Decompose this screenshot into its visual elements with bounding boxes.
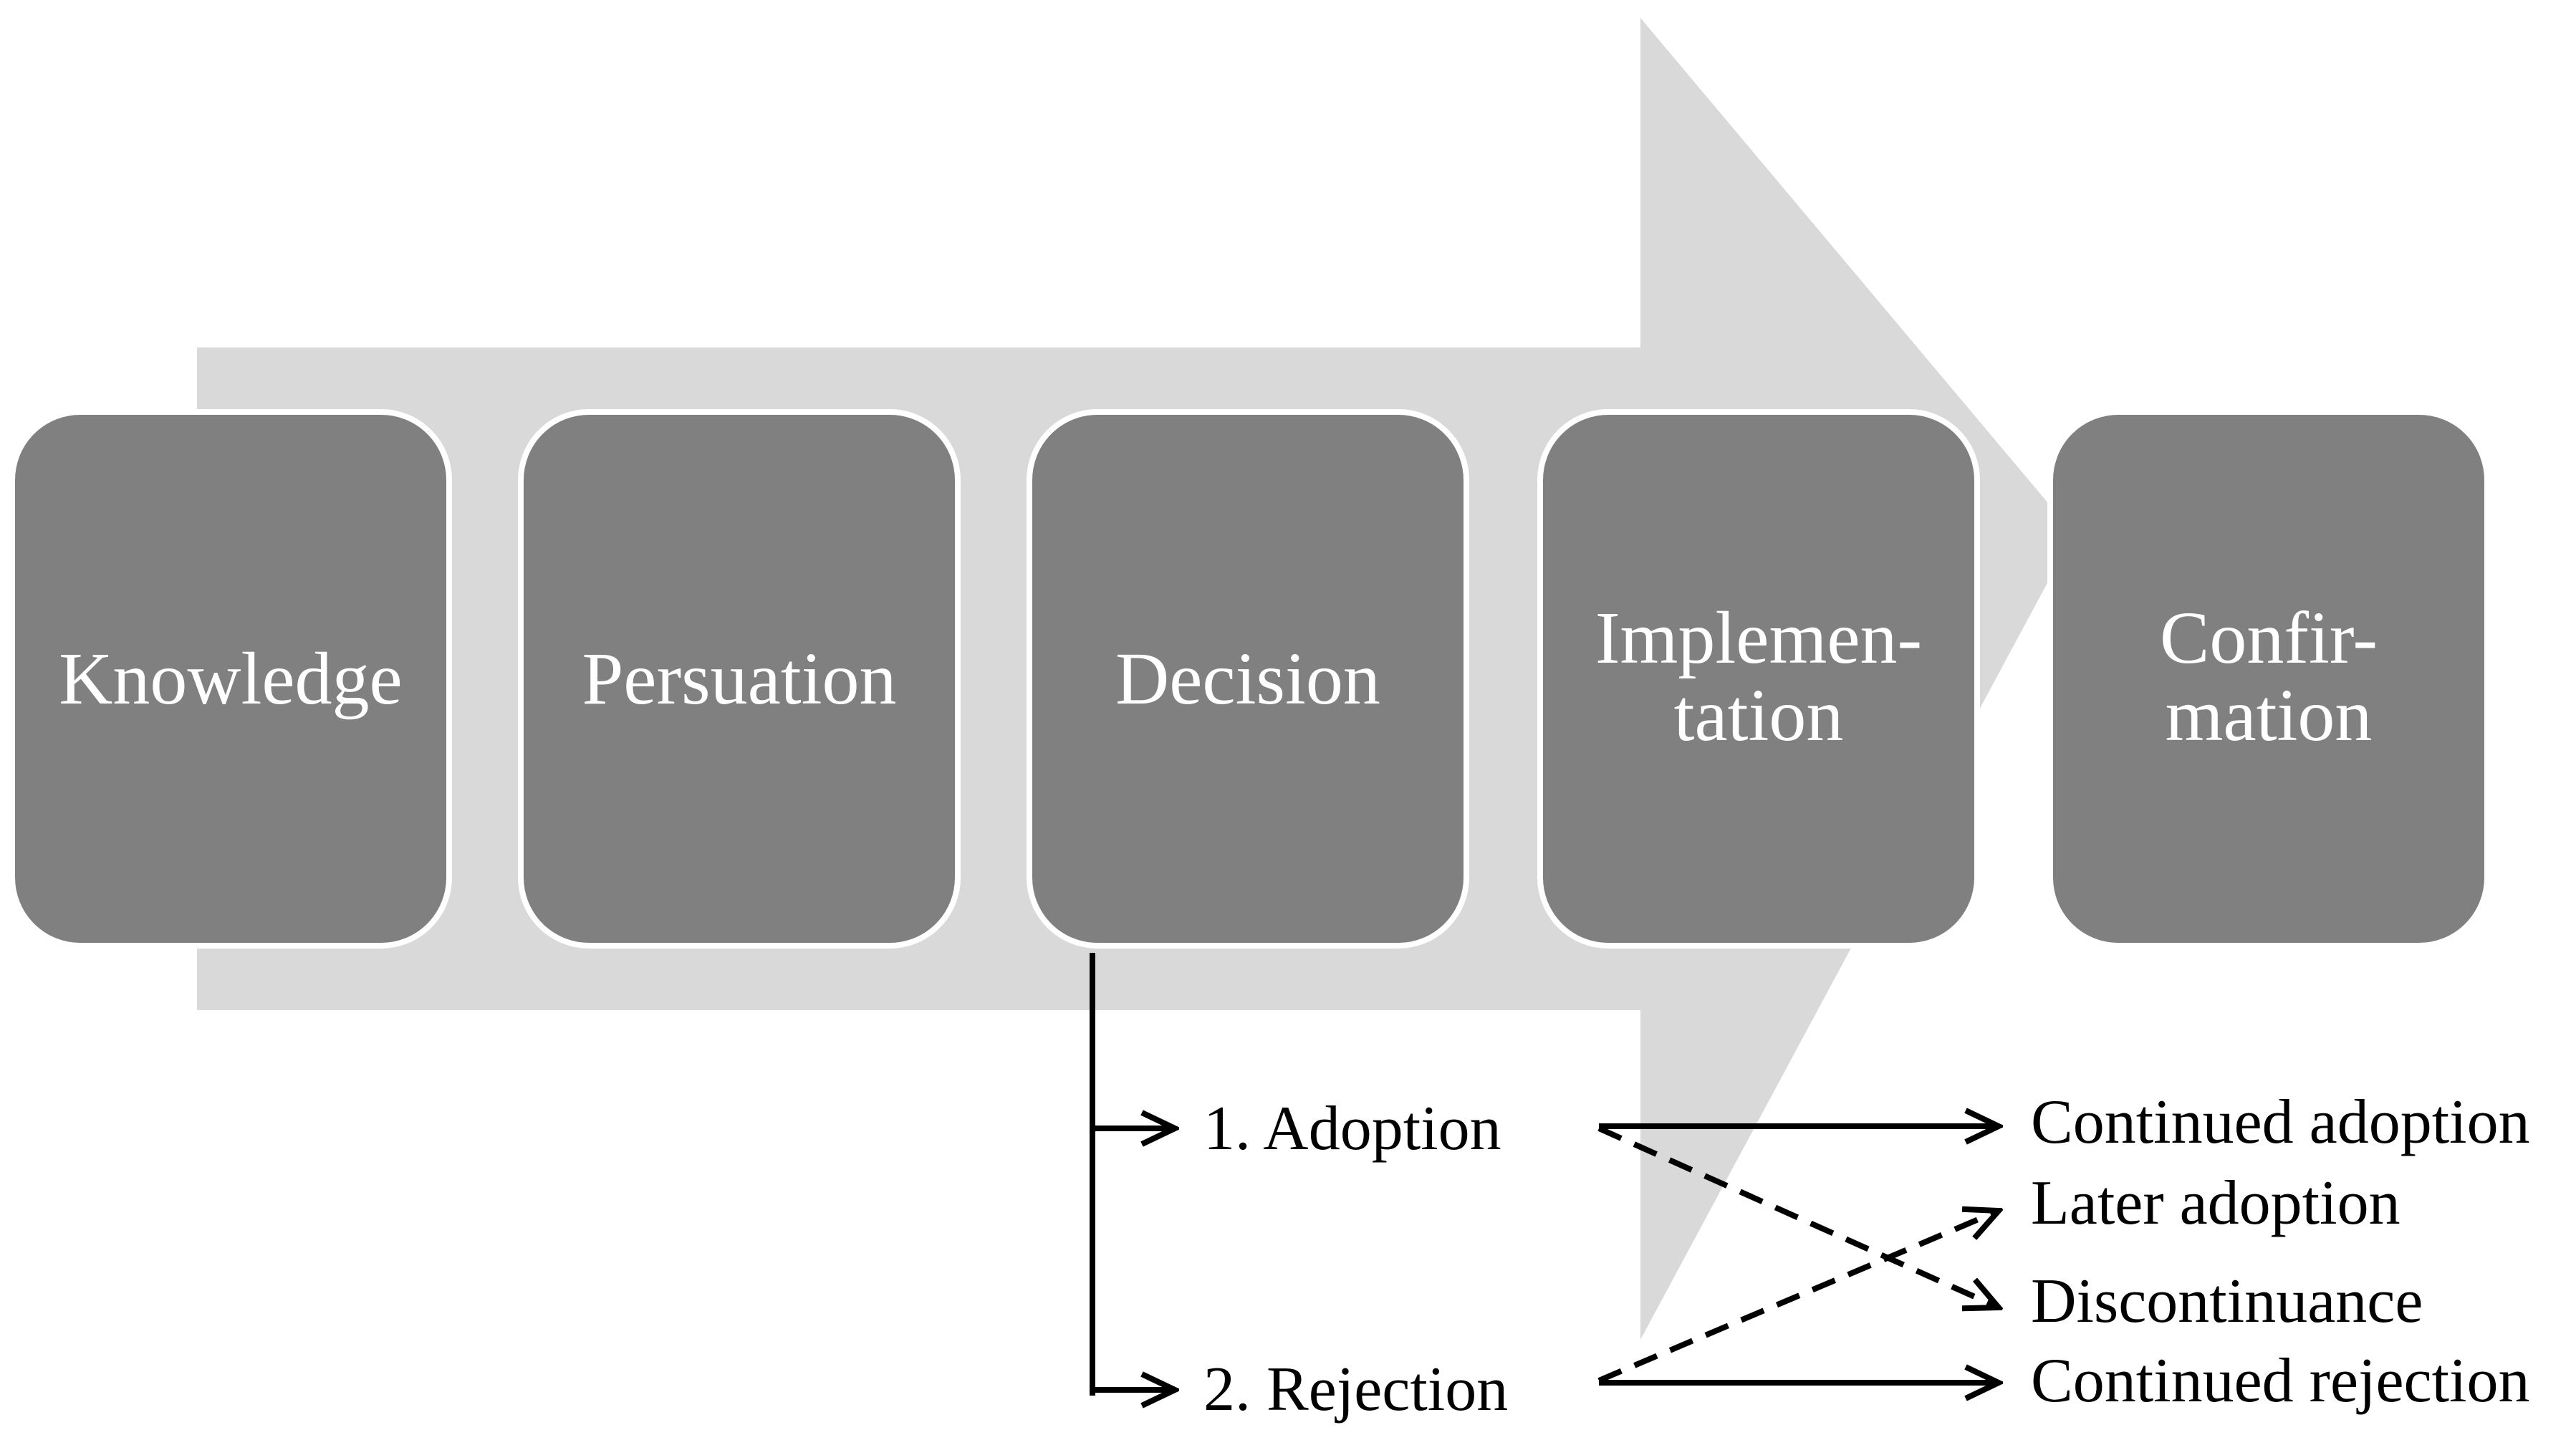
stage-implementation: Implemen- tation — [1537, 409, 1980, 949]
stage-confirmation-label-line1: Confir- — [2160, 597, 2378, 679]
stage-decision: Decision — [1027, 409, 1469, 949]
arrow-rejection-to-later-adoption — [1597, 1211, 1999, 1383]
stage-confirmation-label-line2: mation — [2166, 674, 2373, 757]
arrow-adoption-to-discontinuance — [1597, 1126, 1999, 1307]
stage-decision-label: Decision — [1115, 638, 1380, 720]
outcome-continued-rejection-label: Continued rejection — [2031, 1346, 2529, 1416]
outcome-discontinuance-label: Discontinuance — [2031, 1267, 2423, 1336]
decision-rejection-label: 2. Rejection — [1203, 1355, 1508, 1424]
outcome-later-adoption-label: Later adoption — [2031, 1168, 2400, 1238]
stage-implementation-label-line2: tation — [1674, 674, 1844, 757]
stage-knowledge: Knowledge — [9, 409, 452, 949]
stage-confirmation: Confir- mation — [2047, 409, 2490, 949]
stage-persuation: Persuation — [518, 409, 961, 949]
stage-knowledge-label: Knowledge — [59, 638, 402, 720]
decision-adoption-label: 1. Adoption — [1203, 1094, 1501, 1163]
stage-persuation-label: Persuation — [582, 638, 896, 720]
stage-implementation-label-line1: Implemen- — [1595, 597, 1922, 679]
outcome-continued-adoption-label: Continued adoption — [2031, 1088, 2530, 1157]
